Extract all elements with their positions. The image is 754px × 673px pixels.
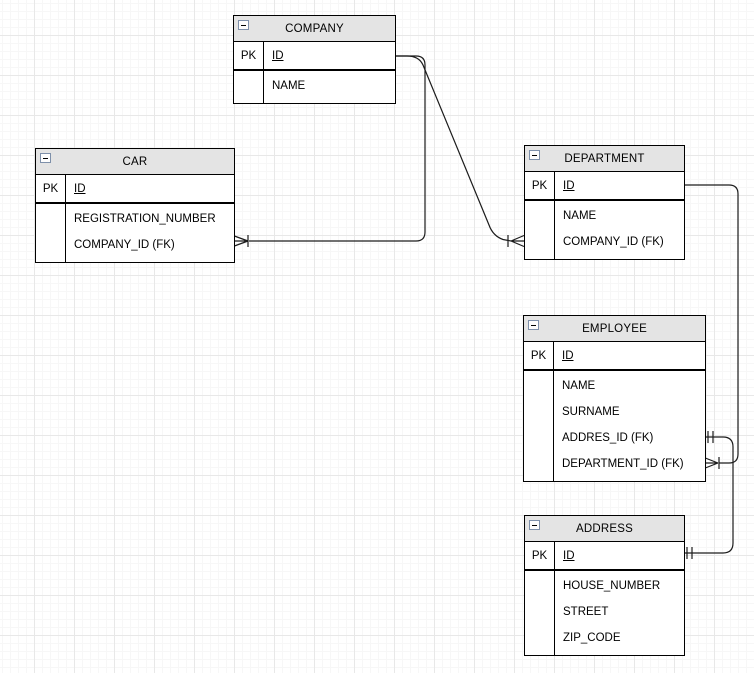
entity-car[interactable]: CAR PK ID REGISTRATION_NUMBER COMPANY_ID… [35, 148, 235, 263]
attribute: STREET [563, 606, 609, 618]
collapse-minus-icon[interactable] [529, 150, 540, 160]
key-attribute: ID [74, 182, 86, 195]
entity-title: CAR [122, 155, 148, 168]
attribute: SURNAME [562, 406, 620, 418]
entity-department-header[interactable]: DEPARTMENT [525, 146, 684, 172]
attribute: ADDRES_ID (FK) [562, 432, 654, 444]
pk-label: PK [524, 342, 554, 369]
pk-label: PK [234, 42, 264, 69]
pk-column-spacer [525, 201, 555, 259]
relationship-company-car-line[interactable] [249, 55, 426, 242]
attribute: NAME [562, 380, 596, 392]
key-attribute: ID [563, 179, 575, 192]
entity-title: COMPANY [285, 22, 344, 35]
key-attribute: ID [563, 549, 575, 562]
key-row: PK ID [525, 542, 684, 571]
attribute-area: HOUSE_NUMBER STREET ZIP_CODE [525, 571, 684, 655]
entity-employee[interactable]: EMPLOYEE PK ID NAME SURNAME ADDRES_ID (F… [523, 315, 706, 482]
relationship-company-car[interactable] [232, 55, 426, 248]
collapse-minus-icon[interactable] [529, 520, 540, 530]
pk-column-spacer [36, 204, 66, 262]
attribute: NAME [272, 80, 306, 92]
entity-title: EMPLOYEE [582, 322, 647, 335]
attribute: NAME [563, 210, 597, 222]
key-row: PK ID [524, 342, 705, 371]
entity-title: DEPARTMENT [564, 152, 645, 165]
pk-column-spacer [234, 71, 264, 103]
double-tick-icon [686, 547, 693, 559]
key-row: PK ID [234, 42, 395, 71]
attribute-area: NAME [234, 71, 395, 103]
entity-address-header[interactable]: ADDRESS [525, 516, 684, 542]
double-tick-icon [707, 431, 714, 443]
attribute-area: NAME COMPANY_ID (FK) [525, 201, 684, 259]
entity-title: ADDRESS [576, 522, 633, 535]
collapse-minus-icon[interactable] [238, 20, 249, 30]
entity-company[interactable]: COMPANY PK ID NAME [233, 15, 396, 104]
attribute: COMPANY_ID (FK) [74, 239, 175, 251]
relationship-company-department-line[interactable] [394, 55, 512, 242]
entity-address[interactable]: ADDRESS PK ID HOUSE_NUMBER STREET ZIP_CO… [524, 515, 685, 656]
entity-employee-header[interactable]: EMPLOYEE [524, 316, 705, 342]
relationship-employee-address[interactable] [683, 431, 734, 559]
key-attribute: ID [272, 49, 284, 62]
pk-label: PK [36, 175, 66, 202]
attribute: COMPANY_ID (FK) [563, 236, 664, 248]
entity-department[interactable]: DEPARTMENT PK ID NAME COMPANY_ID (FK) [524, 145, 685, 260]
attribute: HOUSE_NUMBER [563, 580, 661, 592]
entity-car-header[interactable]: CAR [36, 149, 234, 175]
attribute: REGISTRATION_NUMBER [74, 213, 216, 225]
pk-column-spacer [524, 371, 554, 481]
relationship-employee-address-line[interactable] [683, 436, 734, 554]
pk-label: PK [525, 172, 555, 199]
crow-foot-icon [232, 234, 249, 248]
key-row: PK ID [36, 175, 234, 204]
collapse-minus-icon[interactable] [40, 153, 51, 163]
pk-column-spacer [525, 571, 555, 655]
pk-label: PK [525, 542, 555, 569]
crow-foot-icon [703, 456, 720, 470]
crow-foot-icon [507, 234, 525, 248]
attribute: ZIP_CODE [563, 632, 621, 644]
key-attribute: ID [562, 349, 574, 362]
attribute-area: NAME SURNAME ADDRES_ID (FK) DEPARTMENT_I… [524, 371, 705, 481]
entity-company-header[interactable]: COMPANY [234, 16, 395, 42]
key-row: PK ID [525, 172, 684, 201]
attribute: DEPARTMENT_ID (FK) [562, 458, 684, 470]
relationship-company-department[interactable] [394, 55, 525, 248]
attribute-area: REGISTRATION_NUMBER COMPANY_ID (FK) [36, 204, 234, 262]
collapse-minus-icon[interactable] [528, 320, 539, 330]
